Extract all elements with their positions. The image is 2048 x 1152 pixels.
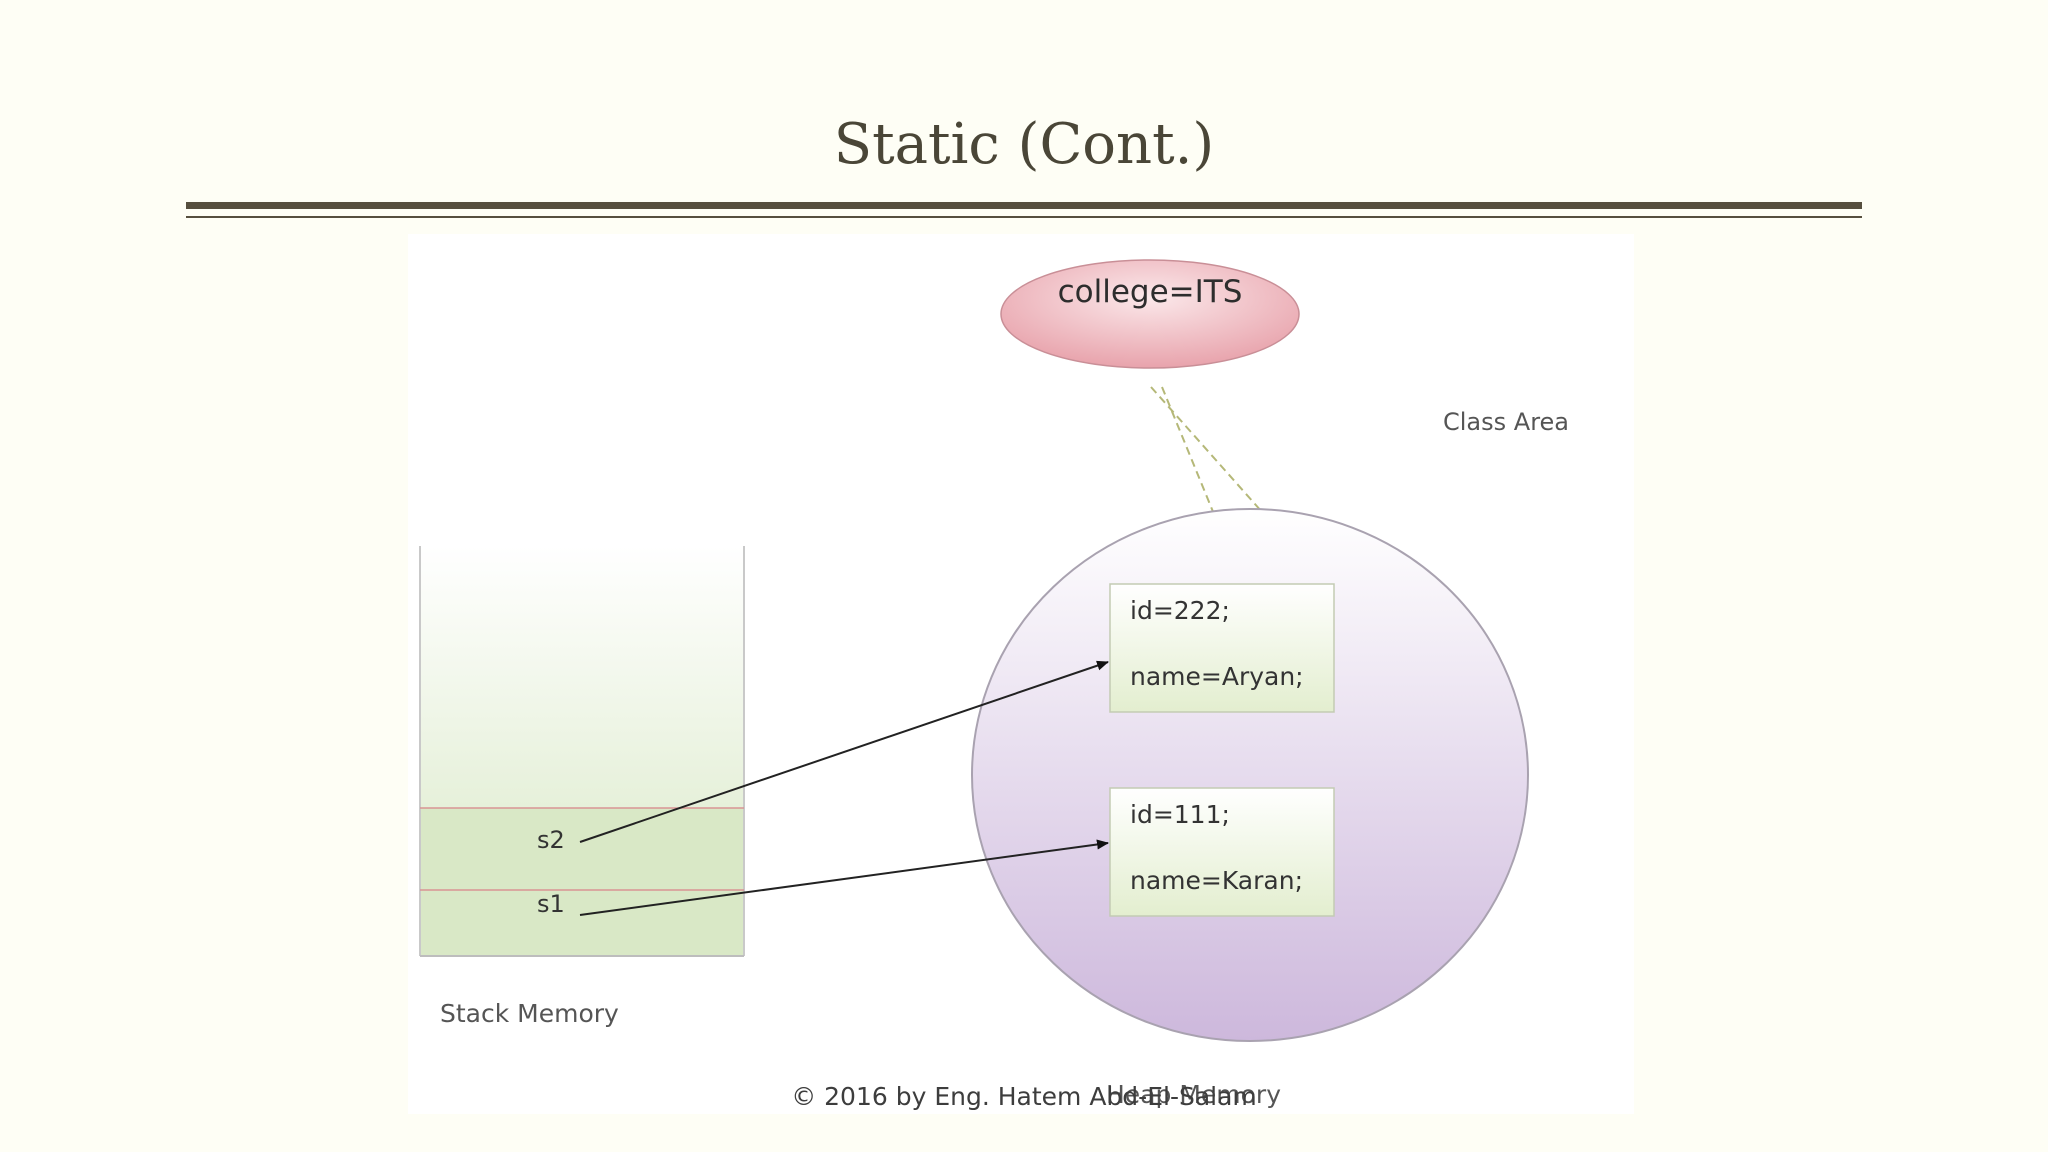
object-aryan-id: id=222; (1130, 596, 1230, 625)
reference-link-2 (1161, 386, 1327, 789)
object-box-aryan (1109, 583, 1335, 713)
stack-var-s2: s2 (537, 826, 565, 854)
heap-memory-label: Heap Memory (1106, 1080, 1281, 1109)
arrow-s2-to-aryan (579, 660, 1109, 843)
class-area-ellipse (1000, 259, 1300, 369)
stack-var-s1: s1 (537, 890, 565, 918)
slide-footer: © 2016 by Eng. Hatem Abd-El-Salam (791, 1082, 1257, 1111)
slide-title: Static (Cont.) (833, 112, 1215, 177)
reference-link-1 (1150, 386, 1327, 585)
class-area-label: Class Area (1443, 408, 1569, 436)
stack-frame (420, 808, 744, 956)
title-divider (186, 202, 1862, 209)
object-karan-id: id=111; (1130, 800, 1230, 829)
stack-memory-label: Stack Memory (440, 999, 619, 1028)
title-divider-thin (186, 216, 1862, 218)
class-area-value: college=ITS (1057, 274, 1243, 310)
diagram-graphics (419, 259, 1529, 1042)
object-aryan-name: name=Aryan; (1130, 662, 1304, 691)
object-karan-name: name=Karan; (1130, 866, 1303, 895)
memory-diagram: college=ITS Class Area s2 s1 Stack Memor… (408, 234, 1634, 1114)
arrow-s1-to-karan (579, 839, 1109, 916)
object-box-karan (1109, 787, 1335, 917)
